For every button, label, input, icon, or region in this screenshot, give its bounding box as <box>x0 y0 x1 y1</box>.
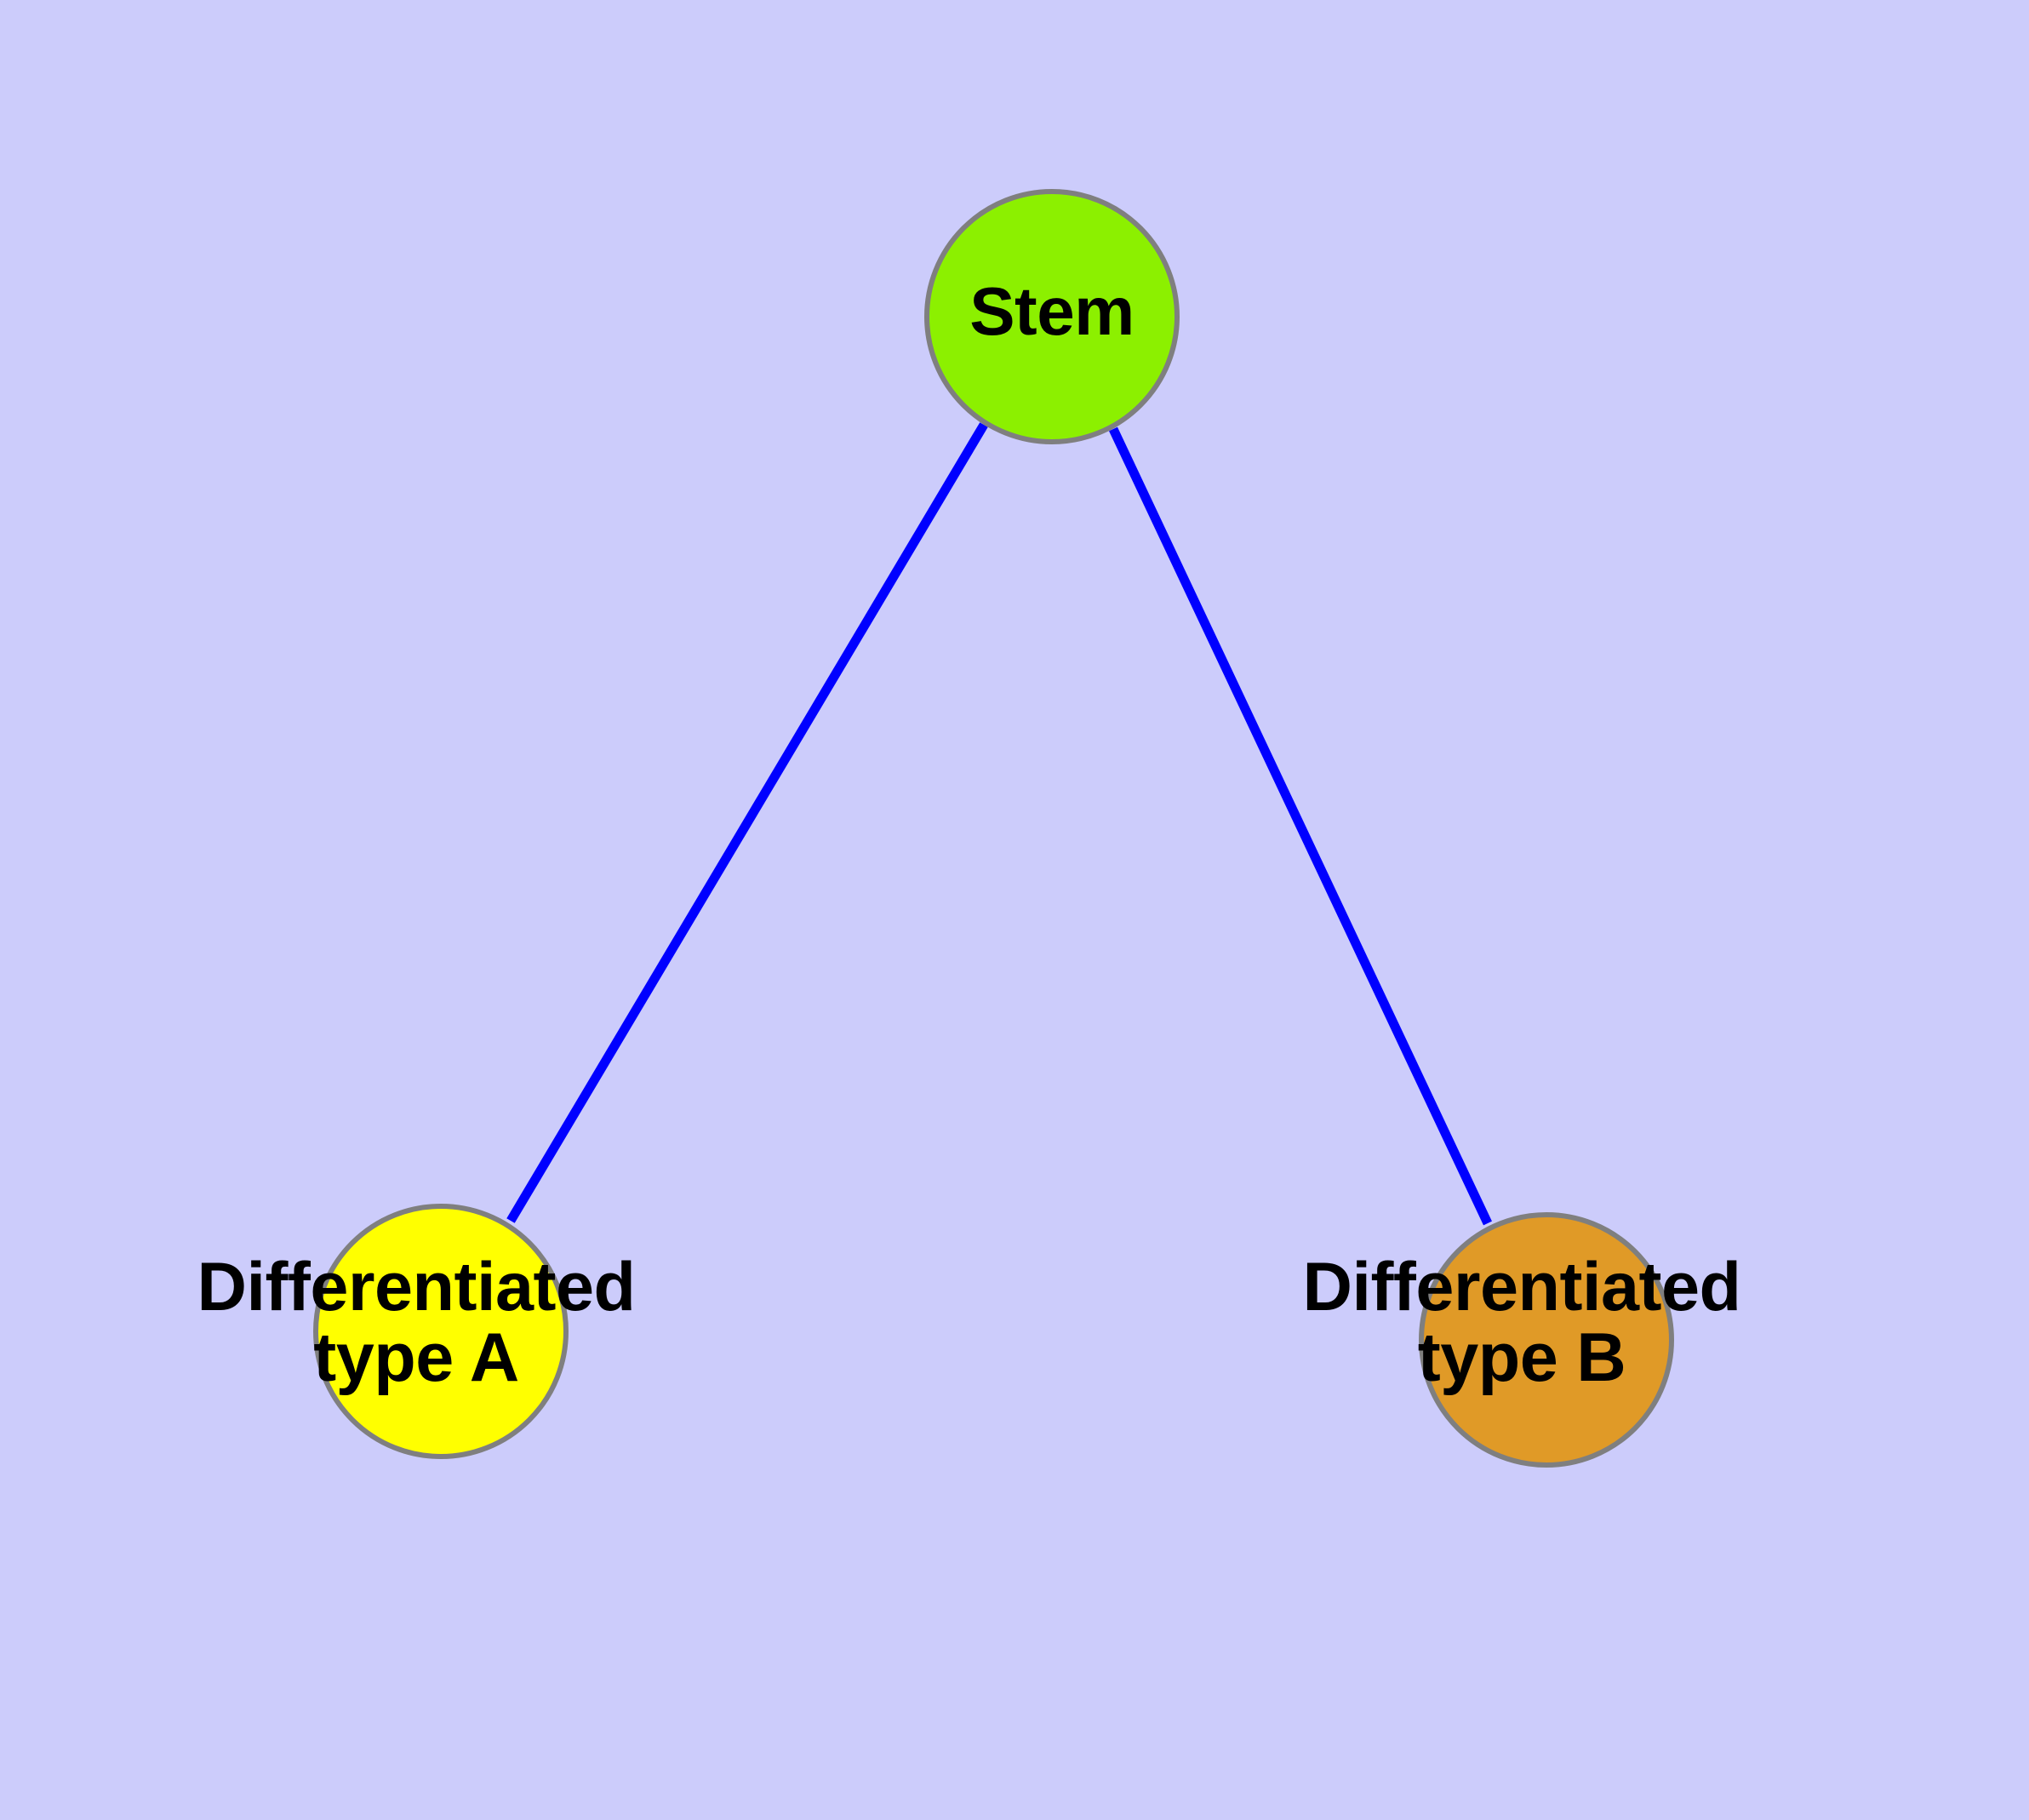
edge-stem-to-diff-a <box>506 422 988 1223</box>
edge-stem-to-diff-b <box>1109 426 1492 1226</box>
node-differentiated-type-b[interactable] <box>1419 1212 1674 1468</box>
node-stem[interactable] <box>924 189 1180 444</box>
node-differentiated-type-a[interactable] <box>313 1204 569 1459</box>
